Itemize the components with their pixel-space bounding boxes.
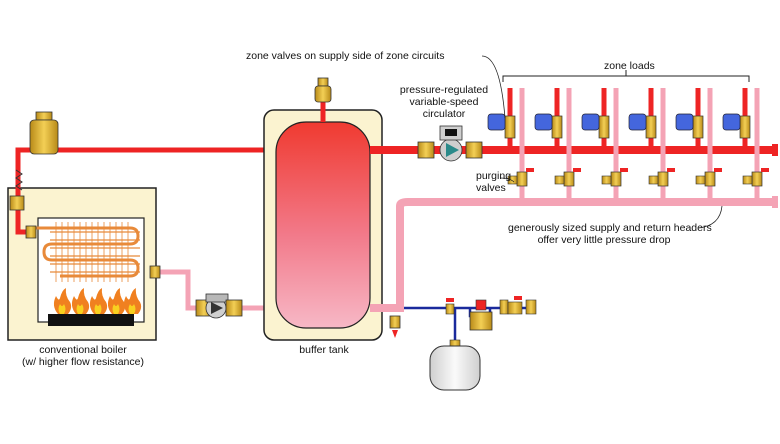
boiler-label: conventional boiler (w/ higher flow resi…	[16, 344, 150, 368]
zone-valve-actuator	[675, 113, 694, 131]
boiler-label-line2: (w/ higher flow resistance)	[22, 356, 144, 368]
isolation-valve-1	[445, 298, 455, 315]
flame	[71, 288, 90, 314]
headers-label-line2: offer very little pressure drop	[537, 234, 671, 246]
purging-valve	[704, 171, 716, 187]
zone-valve-leader	[481, 55, 506, 119]
tank-drain-valve	[389, 315, 401, 338]
zone-valve-actuator	[534, 113, 553, 131]
zone-valve-actuator	[487, 113, 506, 131]
zone-circuit	[581, 88, 628, 202]
expansion-tank	[429, 339, 481, 391]
return-header-cap	[772, 196, 778, 208]
supply-header-cap	[772, 144, 778, 156]
zone-circuit	[534, 88, 581, 202]
header-leader	[697, 205, 723, 229]
zone-valve	[739, 115, 751, 139]
tank-air-vent	[314, 77, 332, 122]
boiler-return-fitting	[149, 265, 161, 279]
boiler-circulator	[195, 293, 243, 319]
circulator-label-line3: circulator	[422, 108, 466, 120]
circulator-label-line1: pressure-regulated	[399, 84, 489, 96]
boiler-label-line1: conventional boiler	[39, 344, 127, 356]
buffer-tank-body	[275, 121, 371, 329]
zone-valve-actuator	[722, 113, 741, 131]
relief-valve	[9, 169, 25, 211]
return-header	[370, 198, 776, 312]
purging-valves-label: purging valves	[476, 170, 511, 194]
zone-valve-actuator	[581, 113, 600, 131]
backflow-preventer	[499, 296, 537, 315]
burner-base	[48, 314, 134, 326]
purging-valve	[610, 171, 622, 187]
purging-valve	[751, 171, 763, 187]
heat-exchanger-coil	[50, 231, 140, 273]
air-vent-boiler	[29, 111, 59, 155]
zone-loads-label: zone loads	[604, 60, 655, 72]
boiler-supply-pipe	[15, 147, 270, 235]
purging-valve	[657, 171, 669, 187]
purging-label-line1: purging	[476, 170, 512, 182]
purging-label-line2: valves	[476, 182, 506, 194]
flame	[107, 288, 126, 314]
zone-circuit	[628, 88, 675, 202]
zone-valve	[598, 115, 610, 139]
zone-circuit	[487, 88, 534, 202]
main-circulator	[417, 125, 483, 162]
purging-valve	[563, 171, 575, 187]
zone-valves-label: zone valves on supply side of zone circu…	[246, 50, 445, 62]
pressure-reducing-valve	[469, 299, 493, 331]
purging-leader	[499, 177, 515, 183]
circulator-label-line2: variable-speed	[409, 96, 479, 108]
zone-valve	[692, 115, 704, 139]
burner-flames	[53, 288, 142, 314]
zone-valve	[551, 115, 563, 139]
zone-circuit	[722, 88, 769, 202]
zone-circuit	[675, 88, 722, 202]
flame	[89, 288, 108, 314]
purging-valve	[516, 171, 528, 187]
boiler-supply-fitting	[25, 225, 37, 239]
buffer-tank-label: buffer tank	[299, 344, 349, 356]
headers-label-line1: generously sized supply and return heade…	[508, 222, 712, 234]
zone-valve	[504, 115, 516, 139]
zone-circuits	[487, 88, 769, 202]
flame	[53, 288, 72, 314]
headers-label: generously sized supply and return heade…	[508, 222, 712, 246]
zone-loads-bracket	[502, 75, 750, 82]
circulator-label: pressure-regulated variable-speed circul…	[386, 84, 502, 120]
flame	[123, 288, 142, 314]
zone-valve-actuator	[628, 113, 647, 131]
zone-valve	[645, 115, 657, 139]
